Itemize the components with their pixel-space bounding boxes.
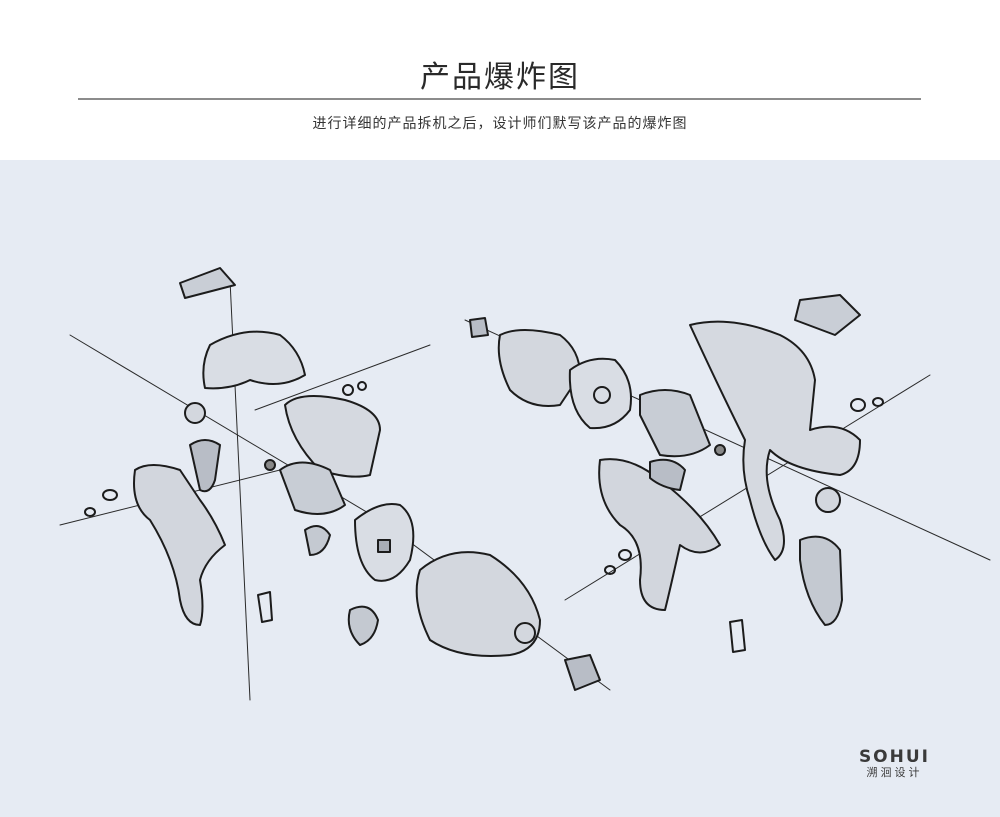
brand-name-cn: 溯洄设计: [866, 766, 923, 779]
page-title: 产品爆炸图: [420, 60, 580, 95]
title-divider: [78, 98, 921, 100]
page-header: 产品爆炸图 进行详细的产品拆机之后，设计师们默写该产品的爆炸图: [0, 0, 1000, 160]
brand-logo: SOHUI 溯洄设计: [859, 748, 930, 780]
page-subtitle: 进行详细的产品拆机之后，设计师们默写该产品的爆炸图: [312, 116, 688, 132]
left-drill-exploded-view: [59, 267, 611, 701]
brand-name: SOHUI: [858, 747, 930, 767]
right-drill-exploded-view: [464, 294, 991, 653]
drill-sketch-drawing: [59, 267, 991, 701]
exploded-view-sketch: [0, 160, 1000, 817]
